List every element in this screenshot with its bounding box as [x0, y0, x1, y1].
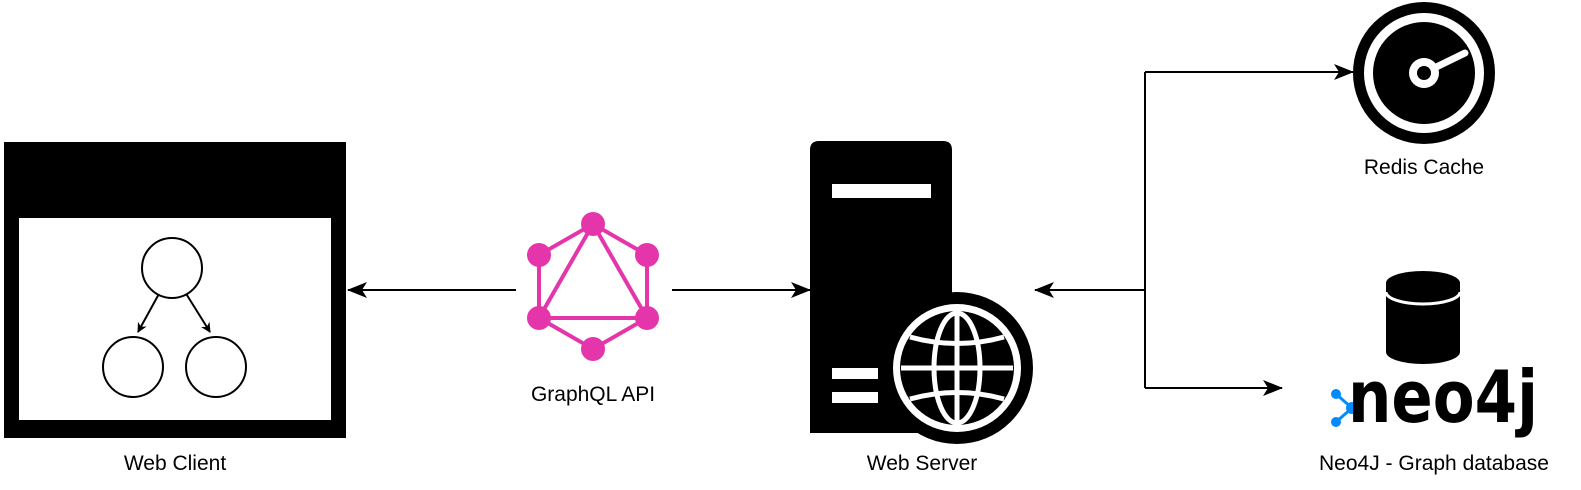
graphql-logo-icon [527, 212, 659, 361]
redis-cache-label: Redis Cache [1364, 156, 1484, 179]
web-client-label: Web Client [124, 452, 226, 475]
neo4j-logo: neo4j [1331, 355, 1538, 439]
neo4j-node: neo4j Neo4J - Graph database [1319, 271, 1549, 475]
database-cylinder-icon [1384, 271, 1462, 364]
graphql-label: GraphQL API [531, 383, 655, 406]
neo4j-wordmark: neo4j [1348, 355, 1538, 439]
neo4j-label: Neo4J - Graph database [1319, 452, 1549, 475]
web-client-node: Web Client [4, 142, 346, 475]
browser-window-icon [4, 142, 346, 438]
web-server-label: Web Server [867, 452, 978, 475]
redis-cache-node: Redis Cache [1353, 2, 1495, 179]
graphql-node: GraphQL API [527, 212, 659, 406]
web-server-node: Web Server [810, 141, 1033, 475]
edges [347, 64, 1354, 396]
gauge-icon [1353, 2, 1495, 144]
graph-nodes-icon [1331, 389, 1358, 427]
tree-graph-icon [102, 237, 247, 398]
globe-icon [881, 292, 1033, 444]
